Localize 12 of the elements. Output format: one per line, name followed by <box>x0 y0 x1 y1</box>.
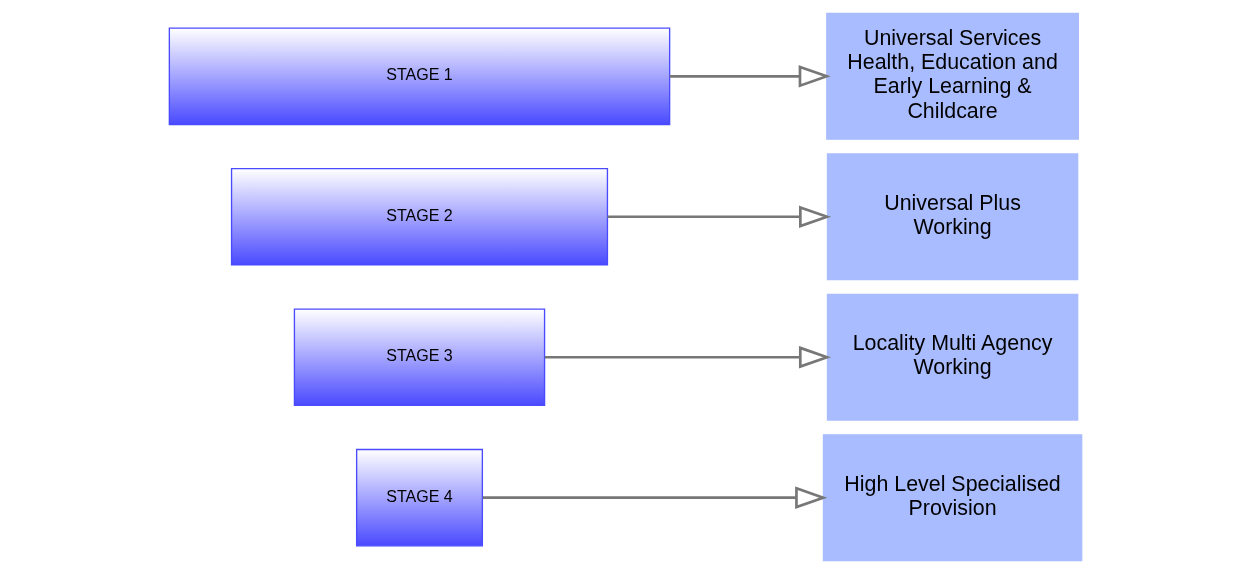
node-box: Universal Plus Working <box>826 153 1079 281</box>
node-box: STAGE 4 <box>355 448 484 547</box>
node-box: High Level Specialised Provision <box>822 434 1083 562</box>
arrow <box>482 486 828 509</box>
node-box: STAGE 2 <box>230 167 609 266</box>
arrow <box>607 205 832 229</box>
arrow <box>544 345 832 369</box>
node-box: STAGE 1 <box>168 27 671 126</box>
arrow <box>669 65 831 88</box>
node-box: Locality Multi Agency Working <box>826 293 1079 421</box>
node-box: STAGE 3 <box>293 308 546 407</box>
node-box: Universal Services Health, Education and Early Learning & Childcare <box>826 12 1079 140</box>
